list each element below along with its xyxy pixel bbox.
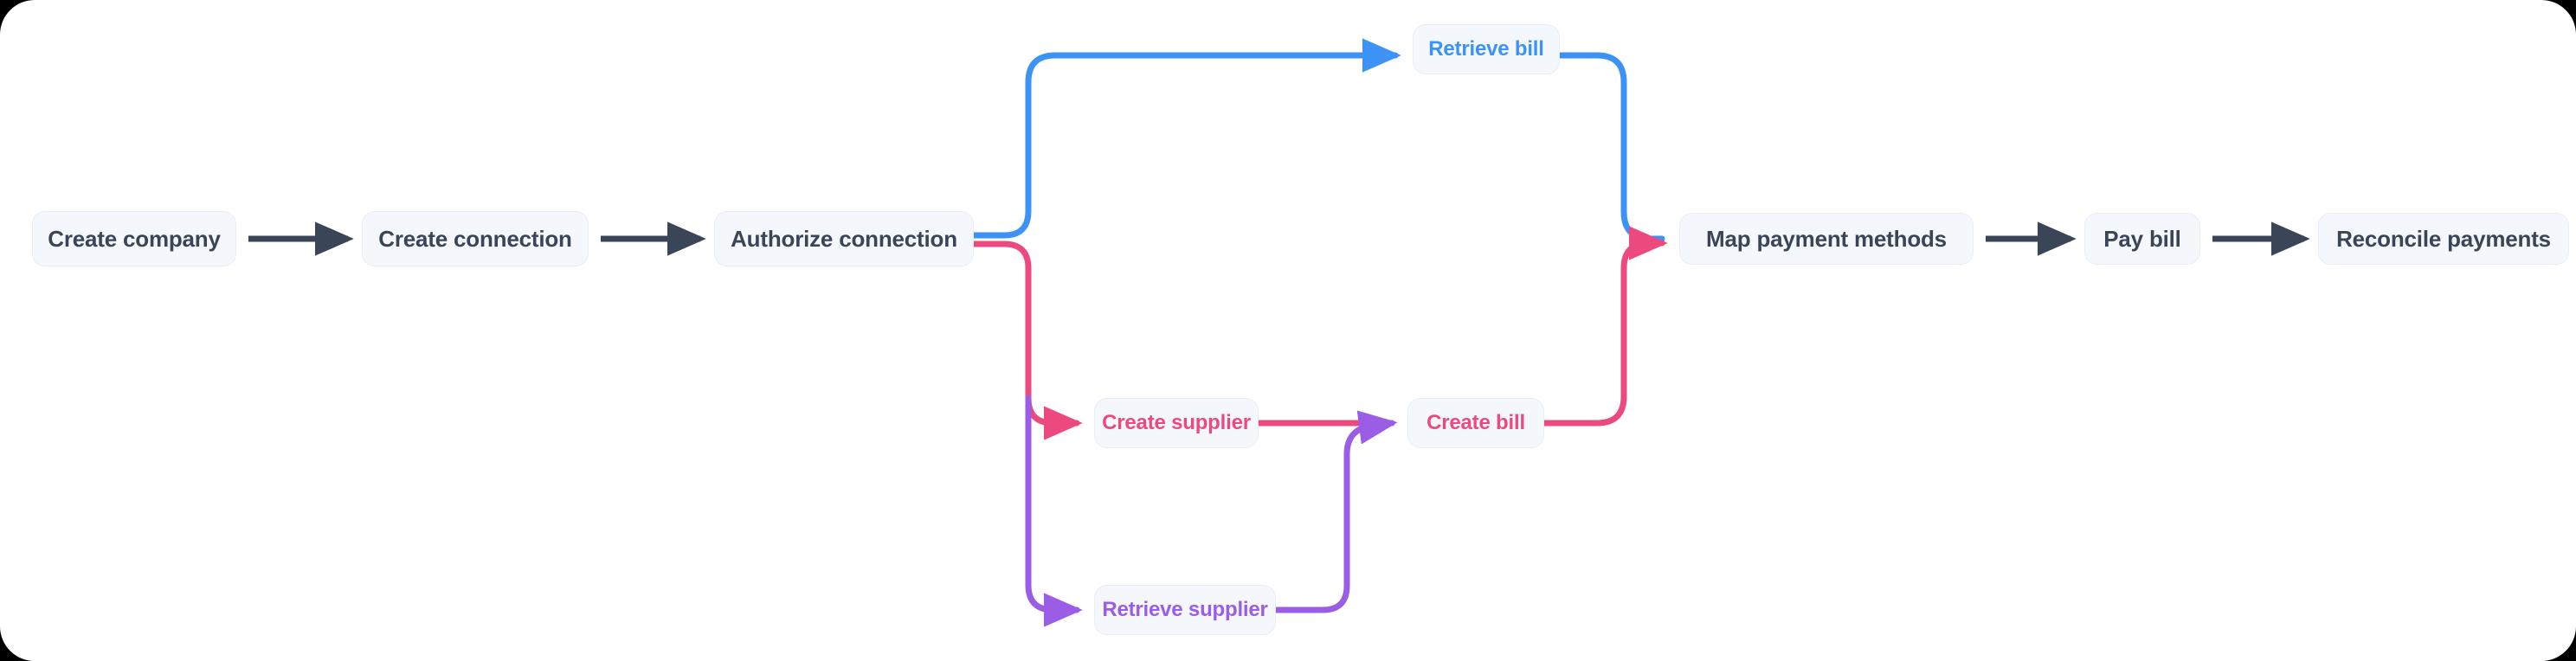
node-label: Map payment methods	[1706, 225, 1947, 252]
node-label: Create company	[48, 225, 221, 252]
node-map-payment-methods[interactable]: Map payment methods	[1679, 213, 1974, 265]
node-label: Retrieve supplier	[1102, 598, 1268, 621]
node-create-company[interactable]: Create company	[32, 211, 236, 266]
node-label: Retrieve bill	[1428, 37, 1544, 61]
node-label: Authorize connection	[731, 225, 957, 252]
edge-createbill-map	[1541, 226, 1668, 427]
edge-authorize-retrievesupplier	[1025, 395, 1083, 627]
node-label: Pay bill	[2103, 225, 2181, 252]
node-create-connection[interactable]: Create connection	[362, 211, 589, 266]
edge-retrievebill-map	[1556, 52, 1665, 242]
node-label: Reconcile payments	[2336, 225, 2551, 252]
edge-authorize-retrievebill	[970, 38, 1401, 239]
node-reconcile-payments[interactable]: Reconcile payments	[2318, 213, 2569, 265]
node-create-supplier[interactable]: Create supplier	[1094, 398, 1259, 448]
node-retrieve-supplier[interactable]: Retrieve supplier	[1094, 585, 1276, 635]
node-authorize-connection[interactable]: Authorize connection	[714, 211, 974, 266]
node-retrieve-bill[interactable]: Retrieve bill	[1413, 24, 1560, 74]
node-label: Create connection	[378, 225, 572, 252]
node-pay-bill[interactable]: Pay bill	[2084, 213, 2200, 265]
node-create-bill[interactable]: Create bill	[1407, 398, 1544, 448]
node-label: Create bill	[1426, 411, 1525, 434]
node-label: Create supplier	[1102, 411, 1251, 434]
edge-authorize-createsupplier	[970, 241, 1083, 440]
edge-retrievesupplier-createbill	[1272, 410, 1398, 613]
